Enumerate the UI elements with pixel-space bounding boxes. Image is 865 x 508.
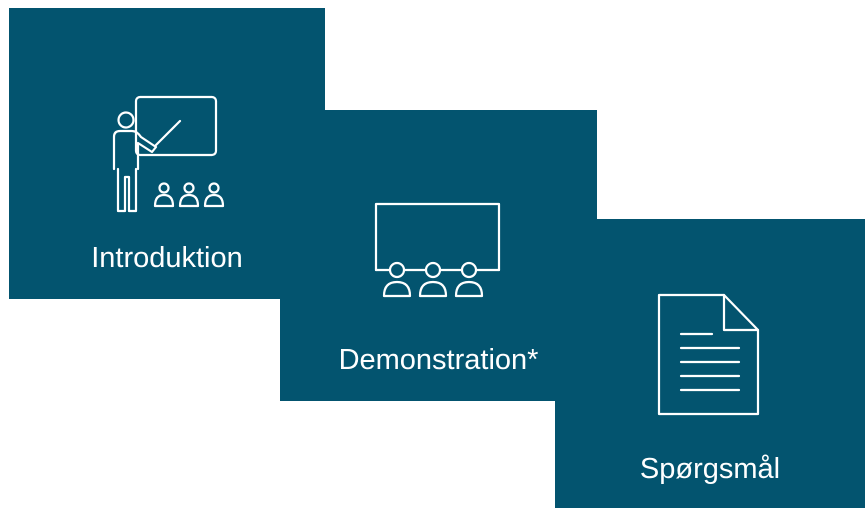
- document-icon: [657, 293, 760, 416]
- tile-label-demonstration: Demonstration*: [338, 344, 539, 376]
- presenter-classroom-icon: [112, 95, 225, 213]
- tile-label-spoergsmaal: Spørgsmål: [639, 453, 781, 485]
- tile-demonstration: Demonstration*: [280, 110, 597, 401]
- tile-label-introduktion: Introduktion: [91, 242, 243, 274]
- tile-spoergsmaal: Spørgsmål: [555, 219, 865, 508]
- audience-screen-icon: [374, 202, 501, 298]
- tile-introduktion: Introduktion: [9, 8, 325, 299]
